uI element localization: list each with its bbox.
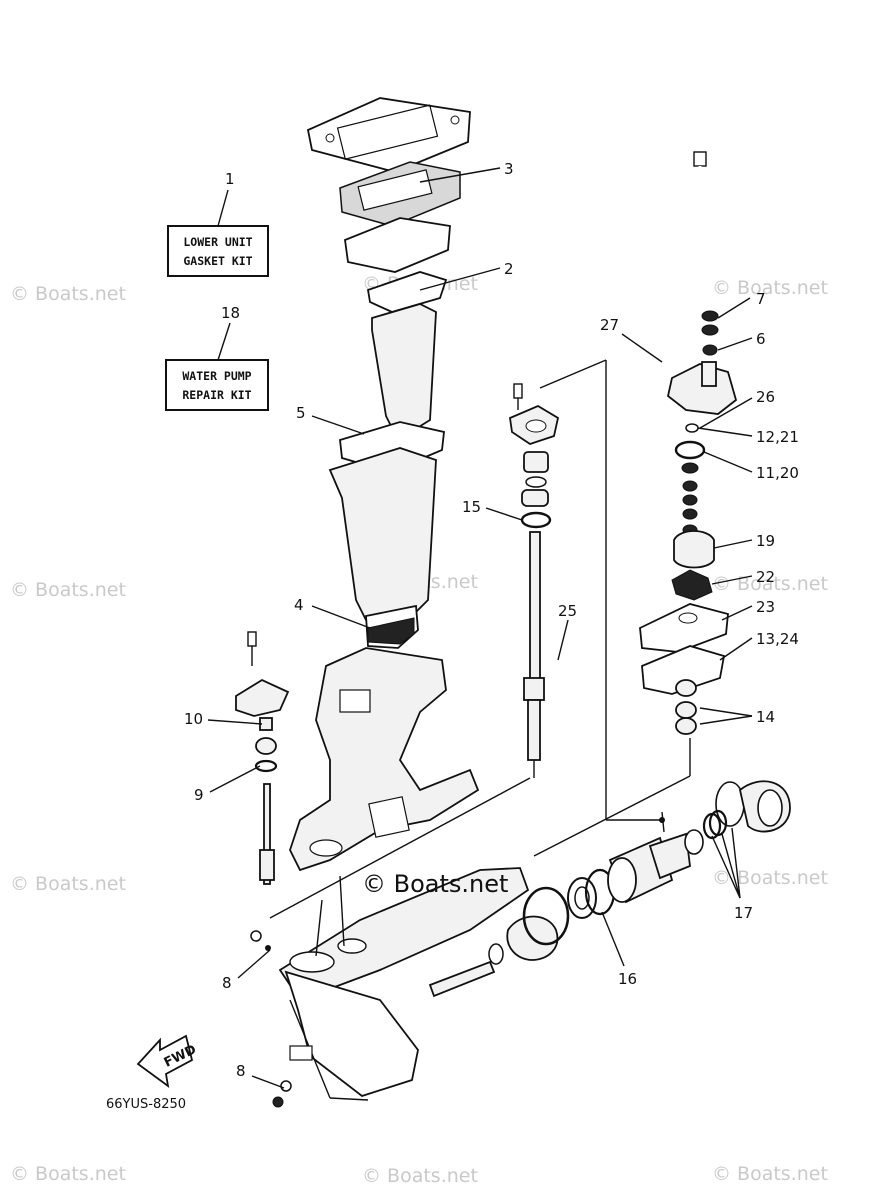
callout-13-24: 13,24 [756, 630, 799, 648]
callout-14: 14 [756, 708, 775, 726]
callout-19: 19 [756, 532, 775, 550]
callout-11-20: 11,20 [756, 464, 799, 482]
gasket-kit-line1: LOWER UNIT [183, 235, 252, 249]
callout-8b: 8 [236, 1062, 246, 1080]
water-pump-kit-line2: REPAIR KIT [182, 388, 251, 402]
leader-lines [207, 167, 753, 1089]
shift-rod-assembly [235, 631, 292, 1108]
callout-1: 1 [225, 170, 235, 188]
upper-case [289, 647, 480, 872]
callout-3: 3 [504, 160, 514, 178]
callout-15: 15 [462, 498, 481, 516]
watermark: © Boats.net [362, 1165, 478, 1187]
watermark: © Boats.net [712, 1163, 828, 1185]
callout-7: 7 [756, 290, 766, 308]
callout-12-21: 12,21 [756, 428, 799, 446]
callout-4: 4 [294, 596, 304, 614]
drive-shaft-assembly [269, 383, 560, 919]
center-watermark: © Boats.net [362, 870, 508, 898]
callout-2: 2 [504, 260, 514, 278]
callout-6: 6 [756, 330, 766, 348]
drawing-code: 66YUS-8250 [106, 1097, 186, 1112]
watermark: © Boats.net [10, 579, 126, 601]
callout-17: 17 [734, 904, 753, 922]
lower-gearcase [278, 867, 530, 1101]
water-pump-kit-box: WATER PUMP REPAIR KIT 18 [165, 304, 269, 411]
callout-numbers: 3 2 5 4 10 9 8 8 15 25 7 6 27 26 12,21 1… [184, 160, 799, 1080]
fwd-arrow: FWD [136, 1034, 199, 1089]
callout-8a: 8 [222, 974, 232, 992]
watermarks: © Boats.net © Boats.net © Boats.net © Bo… [10, 273, 828, 1187]
callout-26: 26 [756, 388, 775, 406]
callout-23: 23 [756, 598, 775, 616]
water-pump-kit-line1: WATER PUMP [182, 369, 251, 383]
exhaust-extension [328, 303, 445, 649]
callout-27: 27 [600, 316, 619, 334]
callout-16: 16 [618, 970, 637, 988]
water-pump-assembly [533, 151, 738, 857]
callout-10: 10 [184, 710, 203, 728]
upper-gasket-stack [306, 97, 471, 313]
callout-22: 22 [756, 568, 775, 586]
propeller-shaft-assembly [428, 780, 791, 998]
callout-9: 9 [194, 786, 204, 804]
gasket-kit-box: LOWER UNIT GASKET KIT 1 [167, 170, 269, 277]
callout-18: 18 [221, 304, 240, 322]
watermark: © Boats.net [10, 283, 126, 305]
watermark: © Boats.net [712, 867, 828, 889]
reference-lines [539, 359, 660, 821]
watermark: © Boats.net [10, 1163, 126, 1185]
watermark: © Boats.net [10, 873, 126, 895]
callout-5: 5 [296, 404, 306, 422]
callout-25: 25 [558, 602, 577, 620]
gasket-kit-line2: GASKET KIT [183, 254, 252, 268]
watermark: © Boats.net [712, 277, 828, 299]
